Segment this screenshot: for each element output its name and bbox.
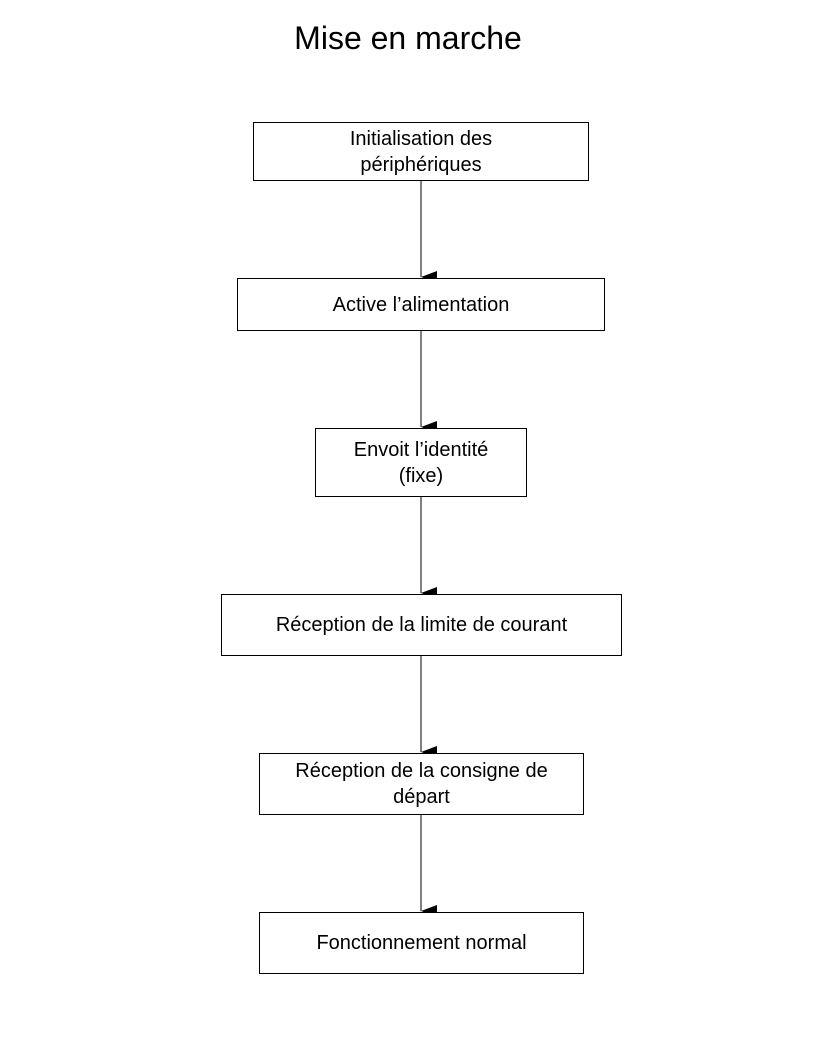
- step-activate-power: Active l’alimentation: [237, 278, 605, 331]
- step-receive-current-limit: Réception de la limite de courant: [221, 594, 622, 656]
- step-label: Initialisation des périphériques: [349, 127, 493, 176]
- diagram-title: Mise en marche: [294, 20, 522, 56]
- step-receive-start-setpoint: Réception de la consigne de départ: [259, 753, 584, 815]
- step-normal-operation: Fonctionnement normal: [259, 912, 584, 974]
- step-label: Active l’alimentation: [332, 293, 510, 316]
- step-label: Envoit l’identité (fixe): [353, 438, 489, 487]
- step-label: Réception de la consigne de départ: [295, 760, 548, 808]
- step-init-peripherals: Initialisation des périphériques: [253, 122, 589, 181]
- step-label: Réception de la limite de courant: [275, 614, 568, 636]
- step-label: Fonctionnement normal: [316, 932, 527, 954]
- step-send-identity: Envoit l’identité (fixe): [315, 428, 527, 497]
